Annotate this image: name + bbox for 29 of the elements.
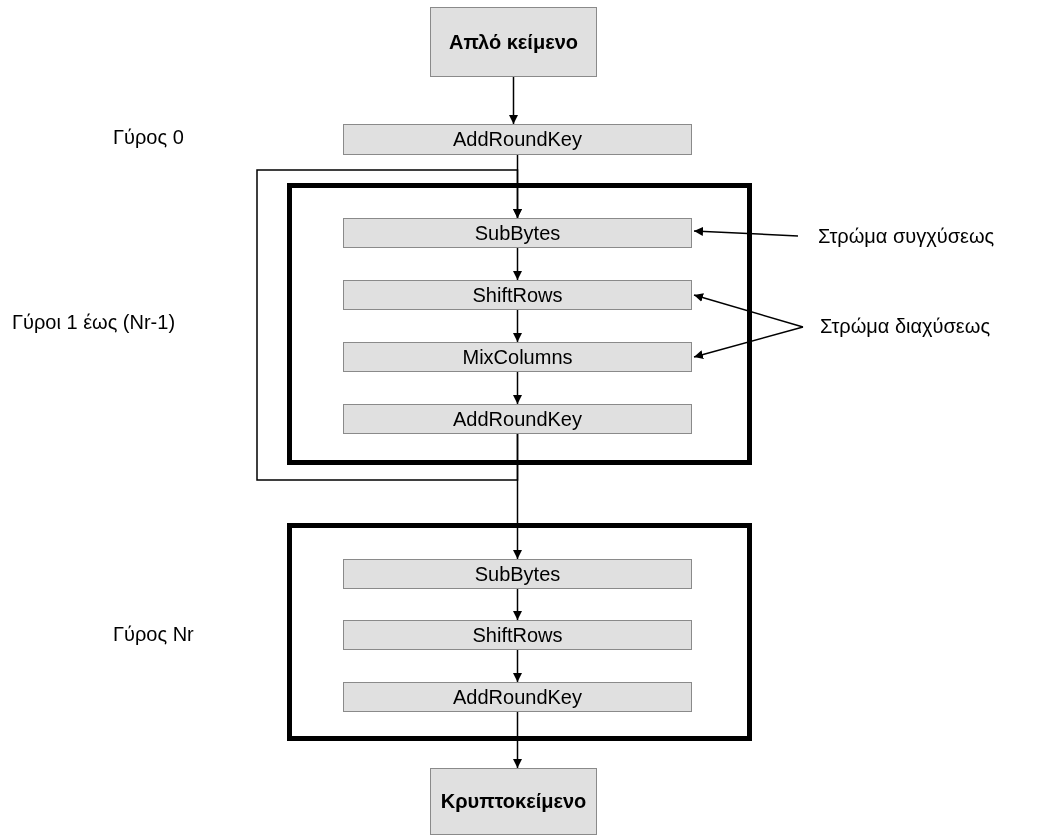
process-box: AddRoundKey xyxy=(343,124,692,155)
arrow xyxy=(509,76,518,125)
arrow xyxy=(513,588,522,621)
leader-arrow xyxy=(693,293,804,328)
round-frame xyxy=(287,183,752,465)
leader-arrow xyxy=(693,326,804,359)
round-frame xyxy=(287,523,752,741)
process-box: AddRoundKey xyxy=(343,682,692,712)
arrow xyxy=(513,309,522,343)
process-box: SubBytes xyxy=(343,559,692,589)
round-label: Γύρος Nr xyxy=(113,623,194,646)
process-box: SubBytes xyxy=(343,218,692,248)
arrow xyxy=(513,433,522,560)
loop-arrow xyxy=(256,169,522,481)
leader-arrow xyxy=(693,226,799,237)
arrow xyxy=(513,247,522,281)
process-box: MixColumns xyxy=(343,342,692,372)
layer-label: Στρώμα συγχύσεως xyxy=(818,224,995,248)
arrow xyxy=(513,649,522,683)
arrow xyxy=(513,711,522,769)
terminal-box: Κρυπτοκείμενο xyxy=(430,768,597,835)
round-label: Γύροι 1 έως (Nr-1) xyxy=(12,311,176,334)
process-box: ShiftRows xyxy=(343,280,692,310)
terminal-box: Απλό κείμενο xyxy=(430,7,597,77)
process-box: ShiftRows xyxy=(343,620,692,650)
layer-label: Στρώμα διαχύσεως xyxy=(820,314,991,338)
round-label: Γύρος 0 xyxy=(113,126,184,149)
arrow xyxy=(513,371,522,405)
process-box: AddRoundKey xyxy=(343,404,692,434)
